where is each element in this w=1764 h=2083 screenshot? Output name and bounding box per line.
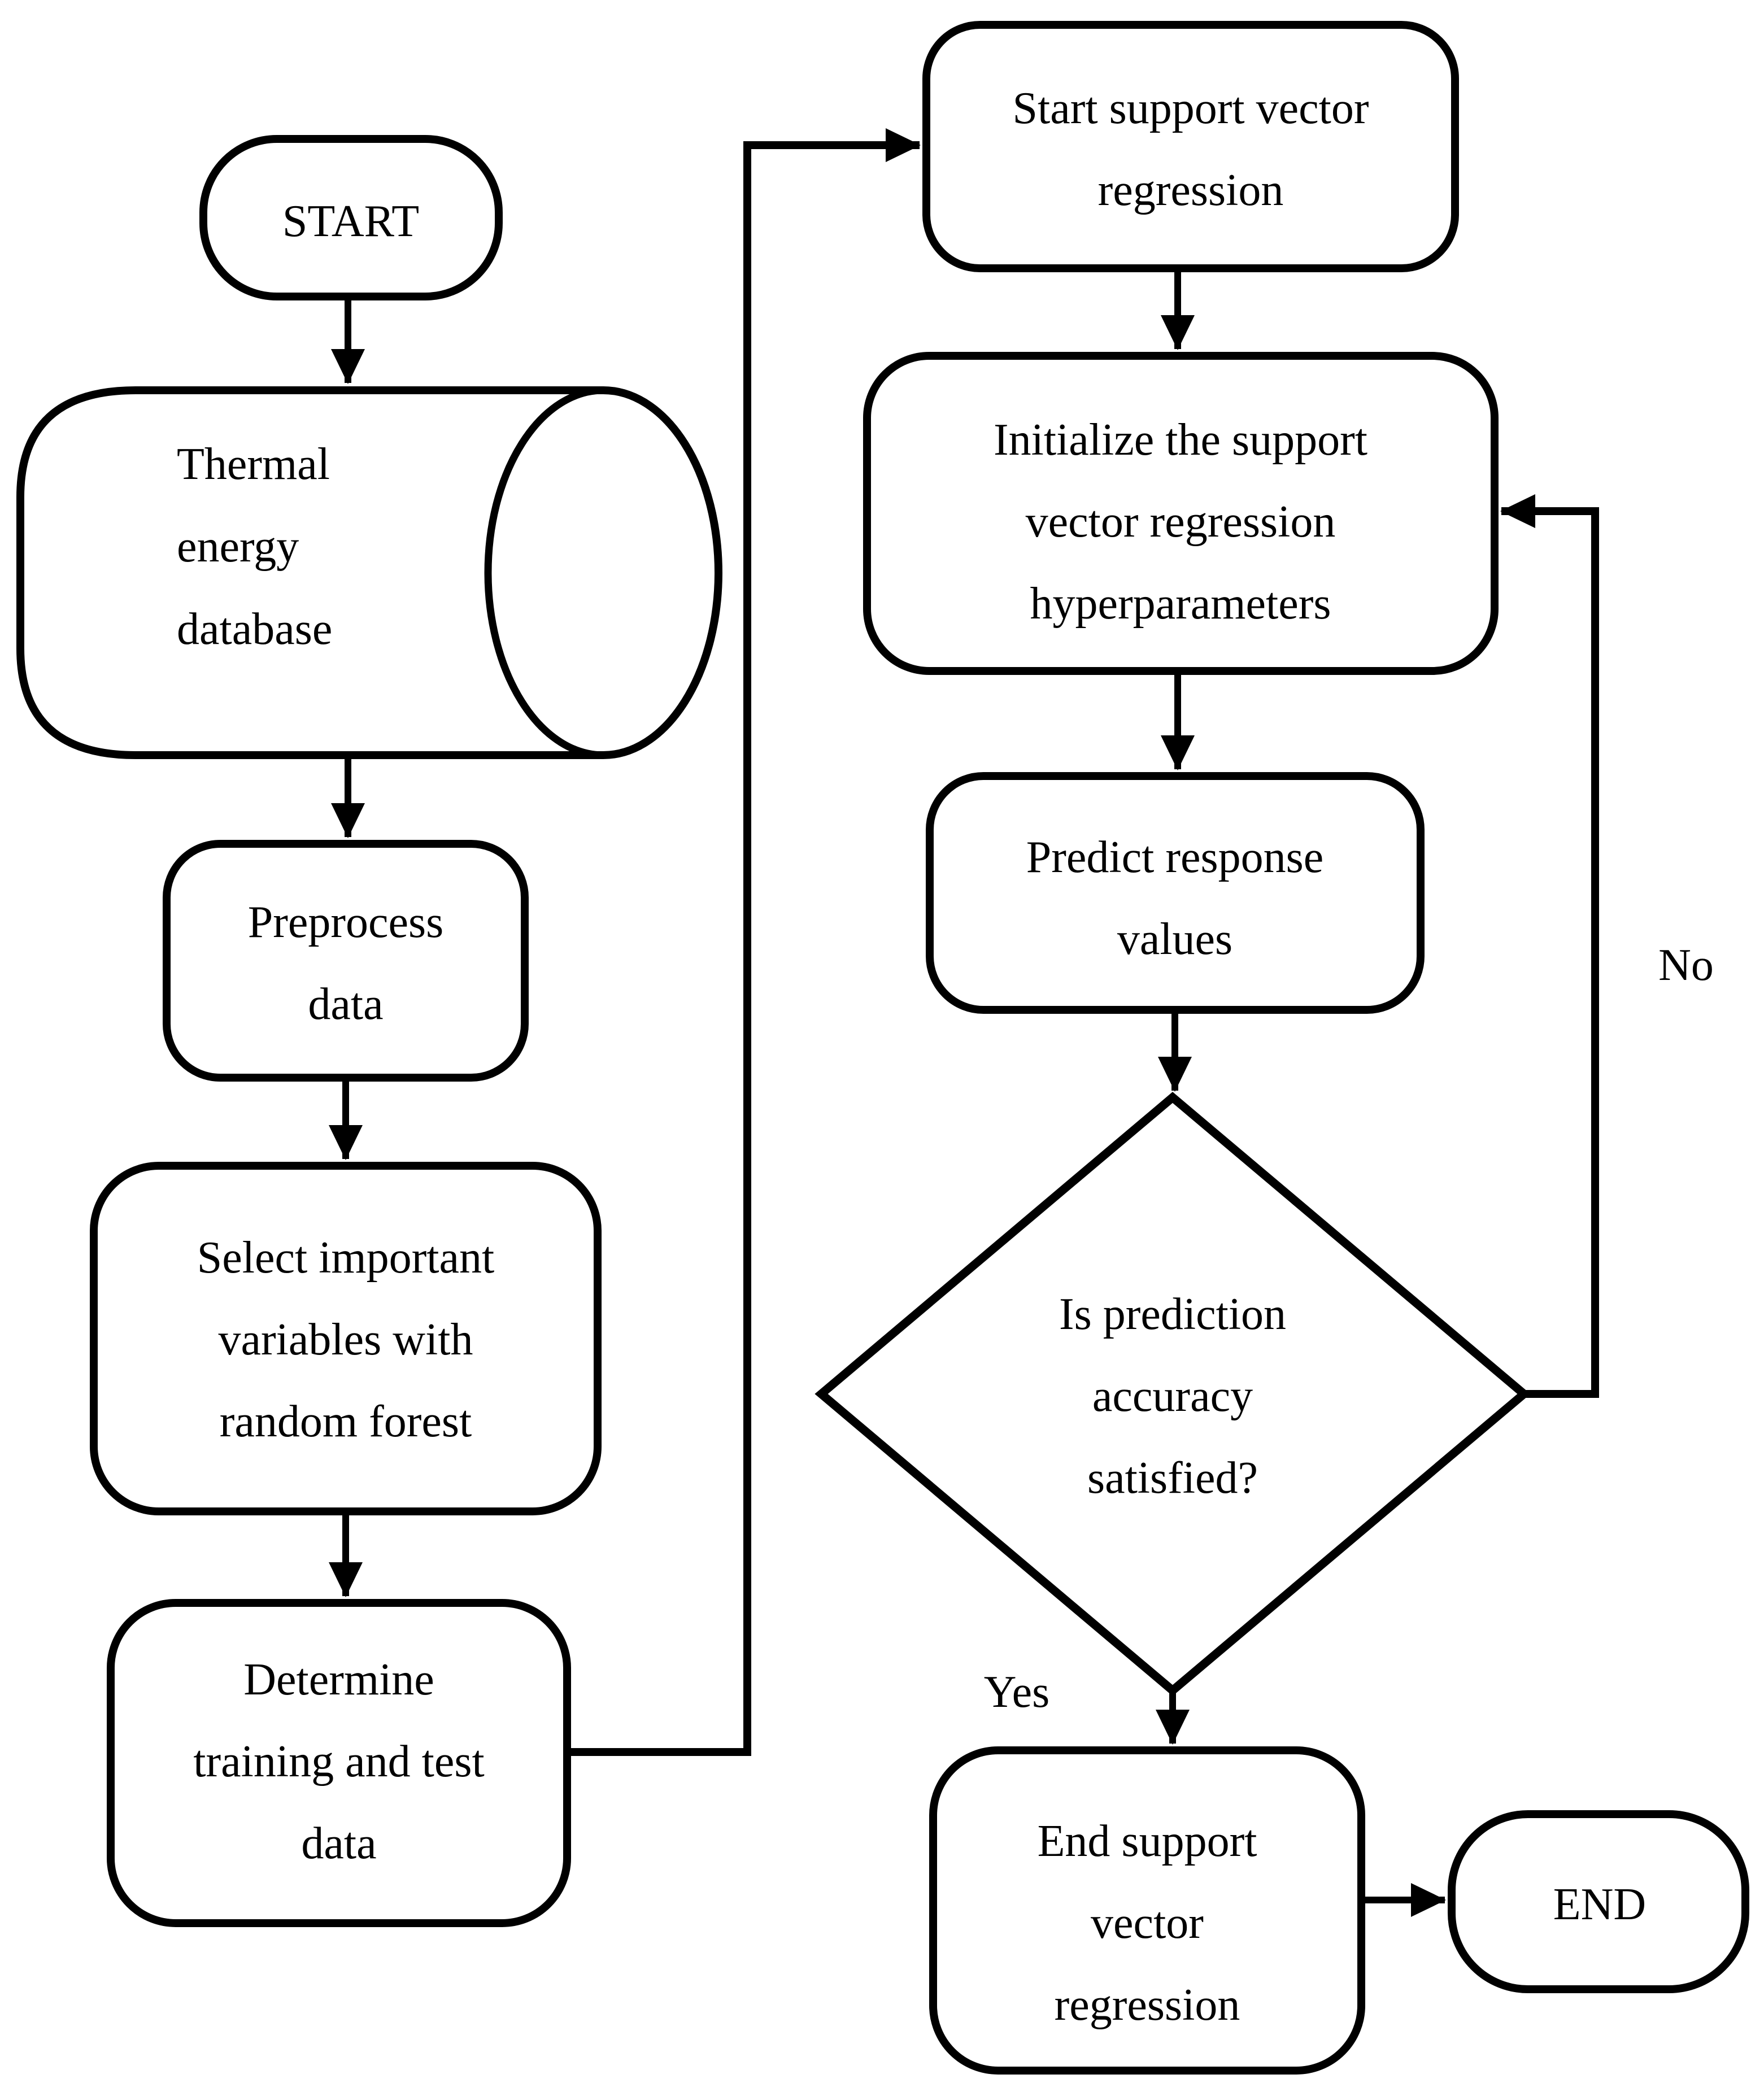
predict-values-shape <box>926 772 1425 1014</box>
node-determine-data: Determine training and test data <box>107 1599 571 1927</box>
initialize-svr-shape <box>863 352 1499 675</box>
node-end-svr: End support vector regression <box>929 1746 1365 2075</box>
initialize-svr-label-line2: vector regression <box>1026 497 1336 547</box>
select-variables-label-line2: variables with <box>219 1315 473 1365</box>
end-label: END <box>1553 1880 1646 1929</box>
initialize-svr-label-line1: Initialize the support <box>994 415 1367 465</box>
node-start-svr: Start support vector regression <box>922 21 1459 272</box>
node-select-variables: Select important variables with random f… <box>90 1162 602 1515</box>
edge-label-yes: Yes <box>984 1667 1049 1717</box>
node-predict-values: Predict response values <box>926 772 1425 1014</box>
node-start: START <box>199 135 503 300</box>
database-cylinder-body <box>16 386 722 759</box>
end-svr-shape <box>929 1746 1365 2075</box>
edges: No Yes <box>329 128 1714 1917</box>
database-label-line3: database <box>177 604 332 654</box>
accuracy-decision-label-line1: Is prediction <box>1059 1289 1286 1339</box>
select-variables-label-line1: Select important <box>197 1233 495 1283</box>
select-variables-shape <box>90 1162 602 1515</box>
predict-values-label-line1: Predict response <box>1026 833 1324 882</box>
preprocess-label-line2: data <box>308 979 383 1029</box>
start-label: START <box>282 197 419 246</box>
node-accuracy-decision: Is prediction accuracy satisfied? <box>815 1092 1531 1696</box>
node-database: Thermal energy database <box>16 386 722 759</box>
database-label-line2: energy <box>177 522 299 572</box>
determine-data-label-line2: training and test <box>193 1737 484 1786</box>
database-label-line1: Thermal <box>177 439 330 489</box>
end-svr-label-line1: End support <box>1038 1816 1257 1866</box>
end-svr-label-line2: vector <box>1091 1898 1204 1948</box>
initialize-svr-label-line3: hyperparameters <box>1030 579 1331 629</box>
end-terminator-shape <box>1448 1810 1749 1993</box>
node-initialize-svr: Initialize the support vector regression… <box>863 352 1499 675</box>
start-svr-shape <box>922 21 1459 272</box>
start-svr-label-line1: Start support vector <box>1013 84 1369 133</box>
preprocess-label-line1: Preprocess <box>248 897 444 947</box>
preprocess-shape <box>163 840 529 1082</box>
edge-label-no: No <box>1658 940 1714 990</box>
accuracy-decision-label-line2: accuracy <box>1092 1371 1253 1421</box>
start-svr-label-line2: regression <box>1098 165 1284 215</box>
accuracy-decision-shape <box>815 1092 1531 1696</box>
database-cylinder-cap <box>484 386 722 759</box>
node-preprocess: Preprocess data <box>163 840 529 1082</box>
determine-data-label-line3: data <box>301 1819 376 1868</box>
connector-determine-to-start-svr <box>567 128 921 1756</box>
start-terminator-shape <box>199 135 503 300</box>
determine-data-shape <box>107 1599 571 1927</box>
node-end: END <box>1448 1810 1749 1993</box>
end-svr-label-line3: regression <box>1055 1980 1240 2030</box>
accuracy-decision-label-line3: satisfied? <box>1087 1453 1258 1503</box>
connector-decision-no-to-initialize <box>1500 494 1599 1398</box>
predict-values-label-line2: values <box>1117 914 1232 964</box>
determine-data-label-line1: Determine <box>243 1655 434 1705</box>
select-variables-label-line3: random forest <box>220 1397 472 1446</box>
